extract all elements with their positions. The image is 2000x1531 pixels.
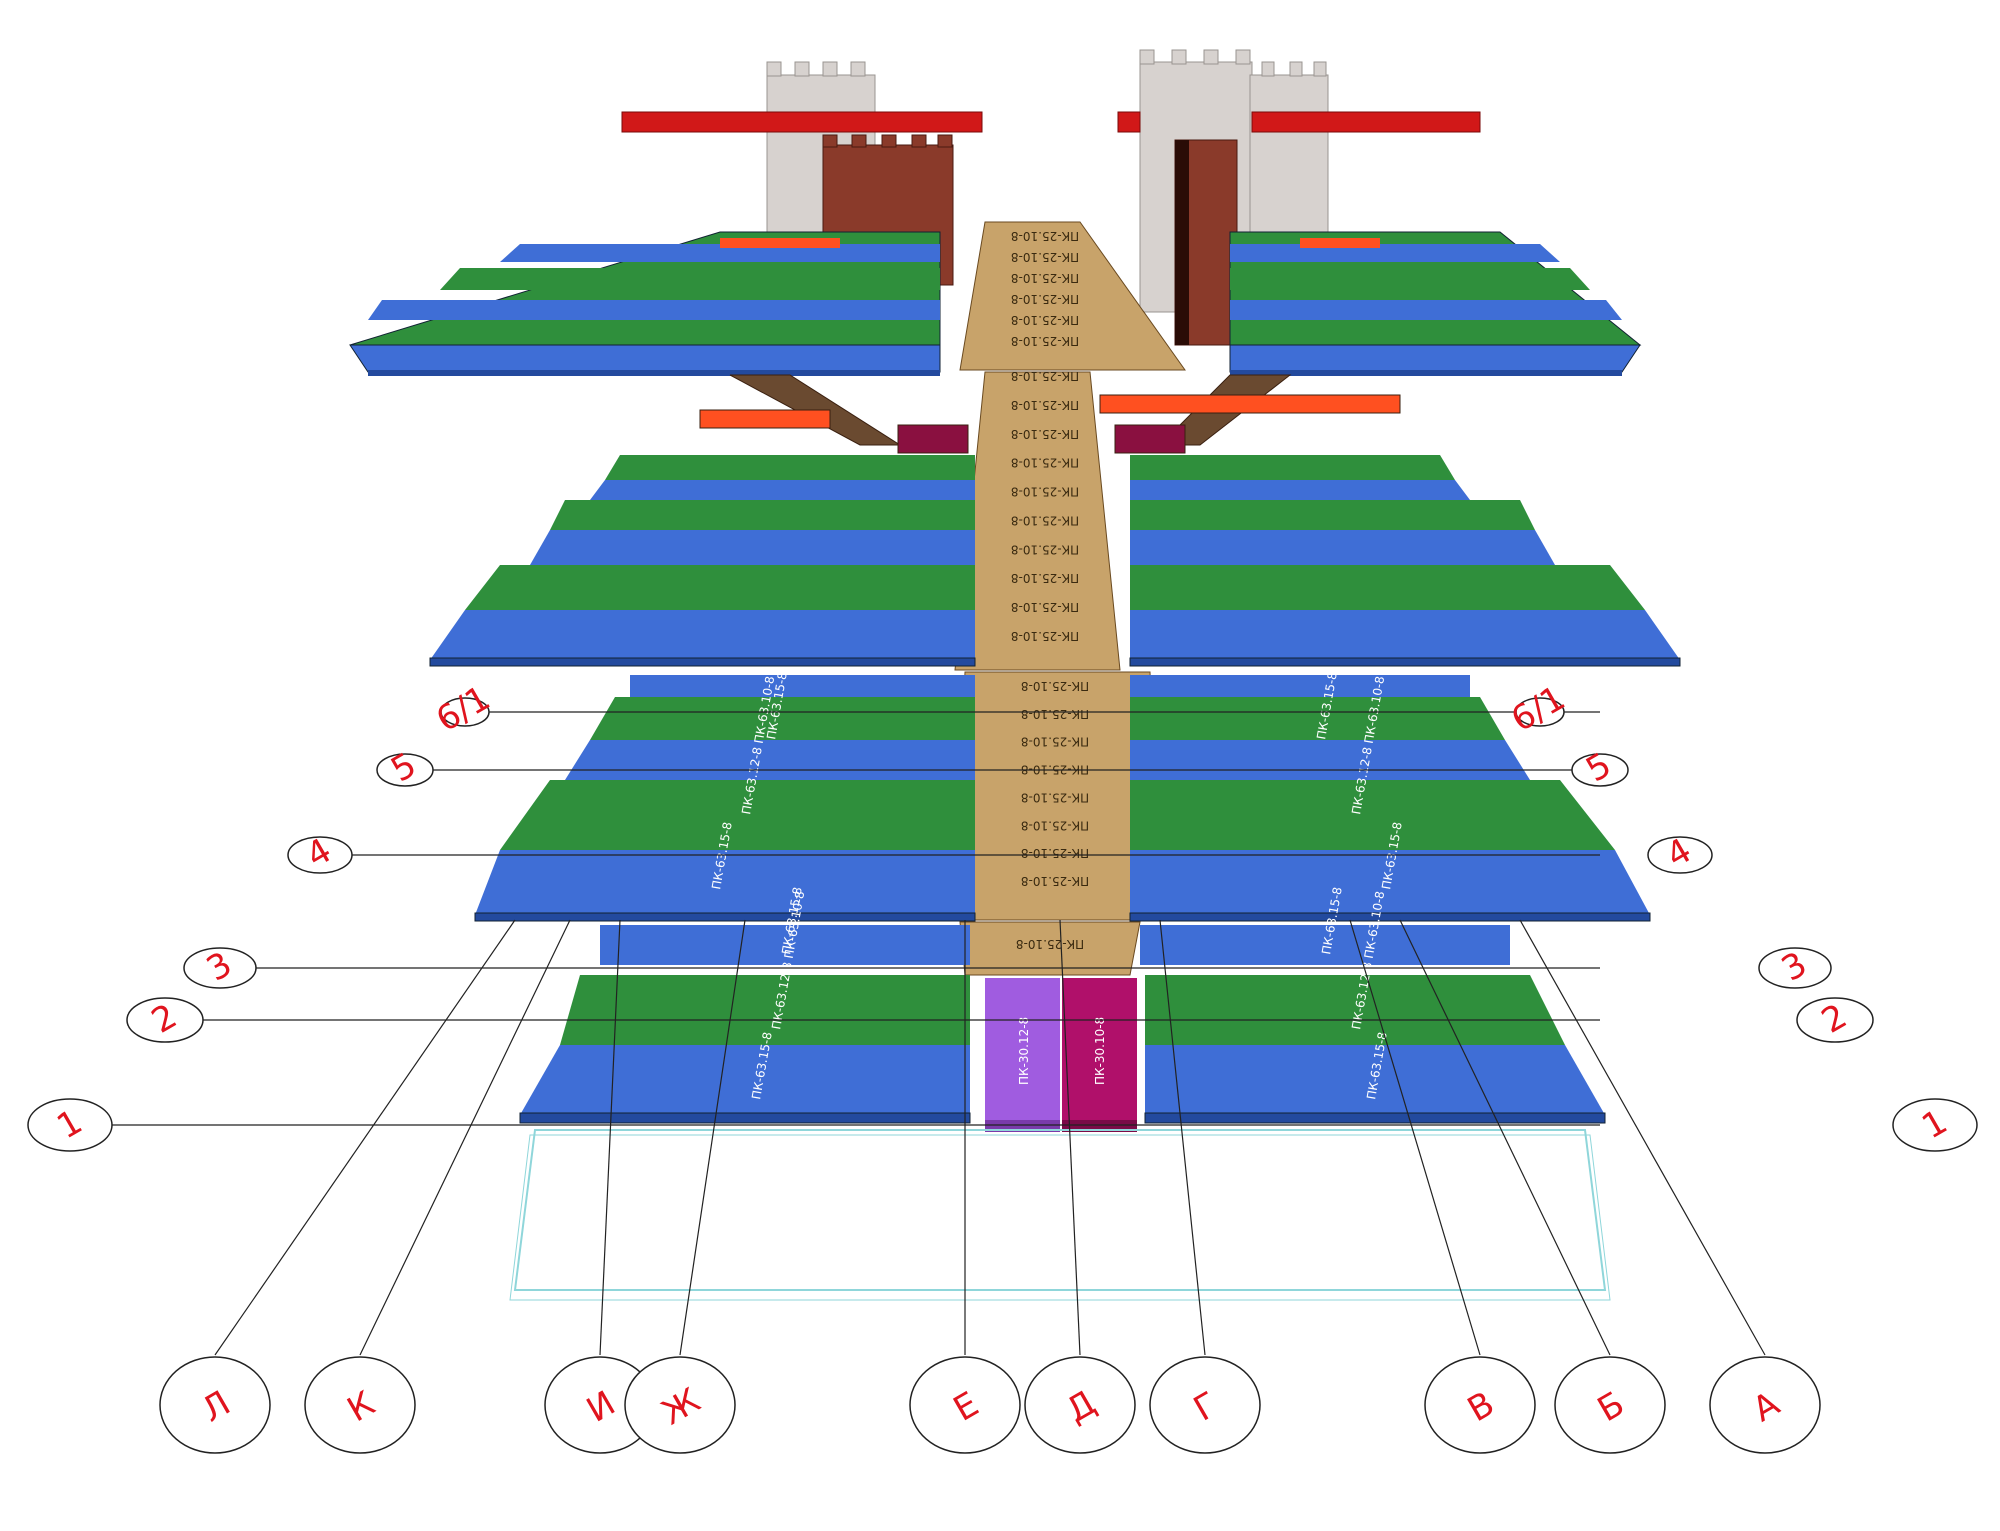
callout-ellipse [159,1356,271,1454]
callout-ellipse [1571,753,1629,787]
axis-callout-number-right: 5 [1571,745,1629,790]
grid-line-letter [214,919,516,1356]
axis-callout-letter: В [1424,1356,1536,1454]
corridor-slab-label: ПК-25.10-8 [1011,513,1079,527]
axis-callout-number-right: 4 [1647,831,1713,876]
corridor-slab-label: ПК-25.10-8 [1011,334,1079,348]
corridor-slab-label: ПК-25.10-8 [1011,456,1079,470]
corridor-slab-label: ПК-25.10-8 [1021,874,1089,888]
grid-line-letter [1159,919,1206,1356]
floor3-slabs [429,455,1681,667]
corridor-labels: ПК-25.10-8ПК-25.10-8ПК-25.10-8ПК-25.10-8… [1011,229,1089,951]
corridor-slab-label: ПК-25.10-8 [1011,292,1079,306]
corridor-slab-label: ПК-25.10-8 [1011,250,1079,264]
corridor-slab-label: ПК-25.10-8 [1011,571,1079,585]
callout-ellipse [183,947,257,989]
grid-line-letter [359,919,571,1356]
beam-right [1251,111,1481,133]
beam-left [621,111,983,133]
callout-ellipse [1024,1356,1136,1454]
corridor-slab-label: ПК-25.10-8 [1011,369,1079,383]
corridor-slab-label: ПК-25.10-8 [1021,818,1089,832]
corridor-slab-label: ПК-25.10-8 [1011,542,1079,556]
axis-callout-letter: Ж [624,1356,736,1454]
callout-label: 6/1 [430,678,497,740]
corridor-stack [954,221,1186,976]
grid-leader-lines [112,711,1766,1356]
grid-line-letter [1349,919,1481,1356]
callout-ellipse [1149,1356,1261,1454]
grid-line-letter [599,919,621,1356]
grid-line-letter [679,919,746,1356]
callout-ellipse [1758,947,1832,989]
corridor-slab-label: ПК-25.10-8 [1021,790,1089,804]
callout-ellipse [1647,836,1713,874]
callout-ellipse [909,1356,1021,1454]
corridor-slab-label: ПК-25.10-8 [1011,313,1079,327]
callout-ellipse [1424,1356,1536,1454]
callout-label: 6/1 [1505,678,1572,740]
corridor-slab-label: ПК-25.10-8 [1011,229,1079,243]
corridor-slab-label: ПК-25.10-8 [1011,485,1079,499]
floor1-slabs [509,925,1611,1301]
axis-callout-letter: Е [909,1356,1021,1454]
axis-callout-letter: К [304,1356,416,1454]
callout-ellipse [376,753,434,787]
axis-callout-letter: Б [1554,1356,1666,1454]
corridor-slab-label: ПК-25.10-8 [1011,600,1079,614]
slab-label-purple: ПК-30.12-8 [1017,1017,1031,1085]
axis-callout-number-right: 1 [1892,1098,1978,1152]
axis-callout-letter: И [544,1356,656,1454]
callout-ellipse [126,997,204,1043]
axis-callout-number-left: 2 [126,996,204,1043]
purple-slab-strip [985,978,1060,1123]
axis-callout-number-right: 6/1 [1505,678,1572,740]
corridor-slab-label: ПК-25.10-8 [1011,271,1079,285]
corridor-slab-label: ПК-25.10-8 [1011,398,1079,412]
magenta-slab-strip [1062,978,1137,1123]
axis-callout-letter: Г [1149,1356,1261,1454]
corridor-slab-label: ПК-25.10-8 [1021,679,1089,693]
axis-callout-letter: Д [1024,1356,1136,1454]
roof-structures [621,49,1481,346]
axis-callout-number-left: 5 [376,745,434,790]
corridor-slab-label: ПК-25.10-8 [1016,937,1084,951]
callout-ellipse [1554,1356,1666,1454]
stairs [699,374,1401,454]
grid-line-letter [1059,919,1081,1356]
axis-callout-number-left: 6/1 [430,678,497,740]
corridor-slab-label: ПК-25.10-8 [1021,846,1089,860]
callout-ellipse [1709,1356,1821,1454]
corridor-slab-label: ПК-25.10-8 [1021,707,1089,721]
callout-ellipse [1796,997,1874,1043]
callout-ellipse [27,1098,113,1152]
grid-line-letter [1519,919,1766,1356]
axis-callout-number-left: 1 [27,1098,113,1152]
top-floor-slabs [349,231,1642,376]
axis-callout-number-right: 3 [1758,944,1832,990]
corridor-slab-label: ПК-25.10-8 [1021,735,1089,749]
callout-ellipse [287,836,353,874]
callout-ellipse [1515,697,1565,727]
corridor-slab-label: ПК-25.10-8 [1011,427,1079,441]
axis-callout-number-right: 2 [1796,996,1874,1043]
callout-ellipse [1892,1098,1978,1152]
axis-callout-letter: А [1709,1356,1821,1454]
slab-label-magenta: ПК-30.10-8 [1093,1017,1107,1085]
corridor-slab-label: ПК-25.10-8 [1011,629,1079,643]
axis-callout-number-left: 4 [287,831,353,876]
callout-ellipse [440,697,490,727]
axis-callout-letter: Л [159,1356,271,1454]
axis-callout-number-left: 3 [183,944,257,990]
grid-line-letter [1399,919,1611,1356]
callout-ellipse [304,1356,416,1454]
callout-ellipse [624,1356,736,1454]
